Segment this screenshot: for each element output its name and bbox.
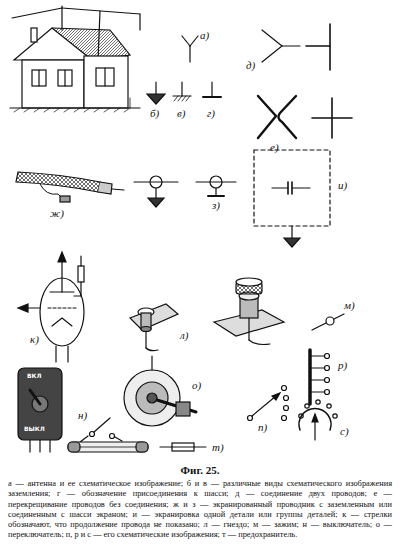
- switch-symbol-p: [248, 386, 289, 421]
- tube-with-arrows: [18, 252, 84, 362]
- callout-letter: с): [340, 426, 349, 437]
- switch-symbol-r: [310, 350, 330, 404]
- switch-marking: ВКЛ: [27, 373, 41, 379]
- terminal-symbol: [312, 314, 344, 330]
- wire-crossing: [258, 96, 352, 138]
- callout-letter: р): [338, 360, 347, 371]
- wire-joint: [262, 24, 330, 70]
- callout-letter: и): [338, 180, 347, 191]
- jack: [130, 304, 178, 351]
- ground-symbol-v: [173, 82, 191, 101]
- shielded-wire-symbol: [134, 176, 178, 207]
- ground-symbol-b: [147, 82, 165, 104]
- callout-letter: м): [344, 300, 355, 311]
- switch-symbol: [80, 418, 122, 442]
- callout-letter: к): [30, 334, 39, 345]
- figure-title: Фиг. 25.: [0, 464, 400, 476]
- callout-letter: н): [78, 410, 87, 421]
- callout-letter: о): [192, 380, 201, 391]
- callout-letter: т): [212, 442, 224, 453]
- callout-letter: б): [150, 108, 159, 119]
- callout-letter: г): [207, 108, 215, 119]
- shielded-cable: [16, 172, 124, 202]
- callout-letter: з): [212, 200, 220, 211]
- callout-letter: ж): [50, 208, 64, 219]
- house-antenna: [10, 6, 140, 112]
- rotary-switch: [124, 356, 196, 426]
- switch-symbol-s: [299, 400, 337, 440]
- antenna-symbol: [182, 36, 198, 62]
- shield-box: [254, 150, 330, 247]
- terminal: [214, 278, 284, 345]
- shielded-wire-chassis: [196, 176, 236, 196]
- callout-letter: д): [246, 60, 255, 71]
- chassis-symbol: [203, 82, 221, 97]
- figure-caption: а — антенна и ее схематическое изображен…: [8, 479, 392, 541]
- fuse-symbol: [160, 443, 206, 451]
- fuse: [68, 442, 148, 452]
- callout-letter: е): [270, 142, 279, 153]
- callout-letter: п): [258, 422, 267, 433]
- callout-letter: в): [177, 108, 185, 119]
- switch-marking: ВЫКЛ: [24, 426, 45, 432]
- toggle-switch: [18, 368, 62, 452]
- callout-letter: а): [200, 30, 209, 41]
- callout-letter: л): [180, 330, 188, 341]
